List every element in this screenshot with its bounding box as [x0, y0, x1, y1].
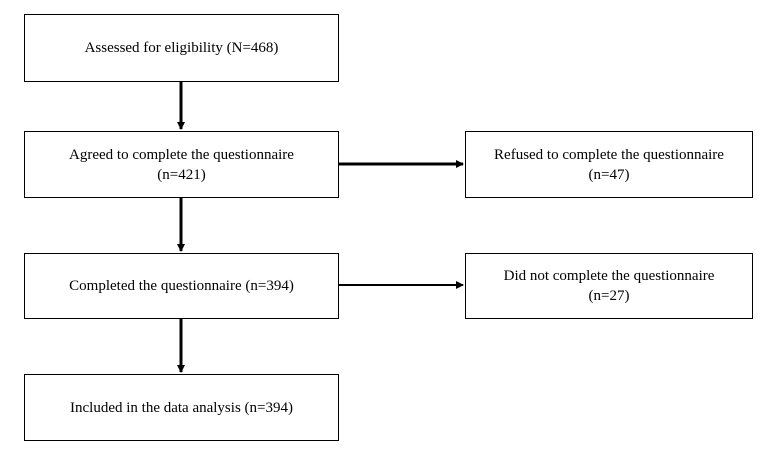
agreed-text: Agreed to complete the questionnaire: [69, 146, 294, 163]
assessed-box: Assessed for eligibility (N=468): [24, 14, 339, 82]
not-completed-box: Did not complete the questionnaire (n=27…: [465, 253, 753, 319]
refused-count: (n=47): [588, 166, 630, 183]
refused-text: Refused to complete the questionnaire: [494, 146, 724, 163]
included-text: Included in the data analysis (n=394): [70, 399, 293, 416]
refused-box: Refused to complete the questionnaire (n…: [465, 131, 753, 198]
agreed-box: Agreed to complete the questionnaire (n=…: [24, 131, 339, 198]
assessed-text: Assessed for eligibility (N=468): [84, 40, 279, 56]
included-box: Included in the data analysis (n=394): [24, 374, 339, 441]
completed-text: Completed the questionnaire (n=394): [69, 278, 294, 294]
completed-box: Completed the questionnaire (n=394): [24, 253, 339, 319]
agreed-count: (n=421): [157, 166, 206, 183]
not-completed-count: (n=27): [588, 288, 630, 304]
not-completed-text: Did not complete the questionnaire: [503, 268, 715, 284]
